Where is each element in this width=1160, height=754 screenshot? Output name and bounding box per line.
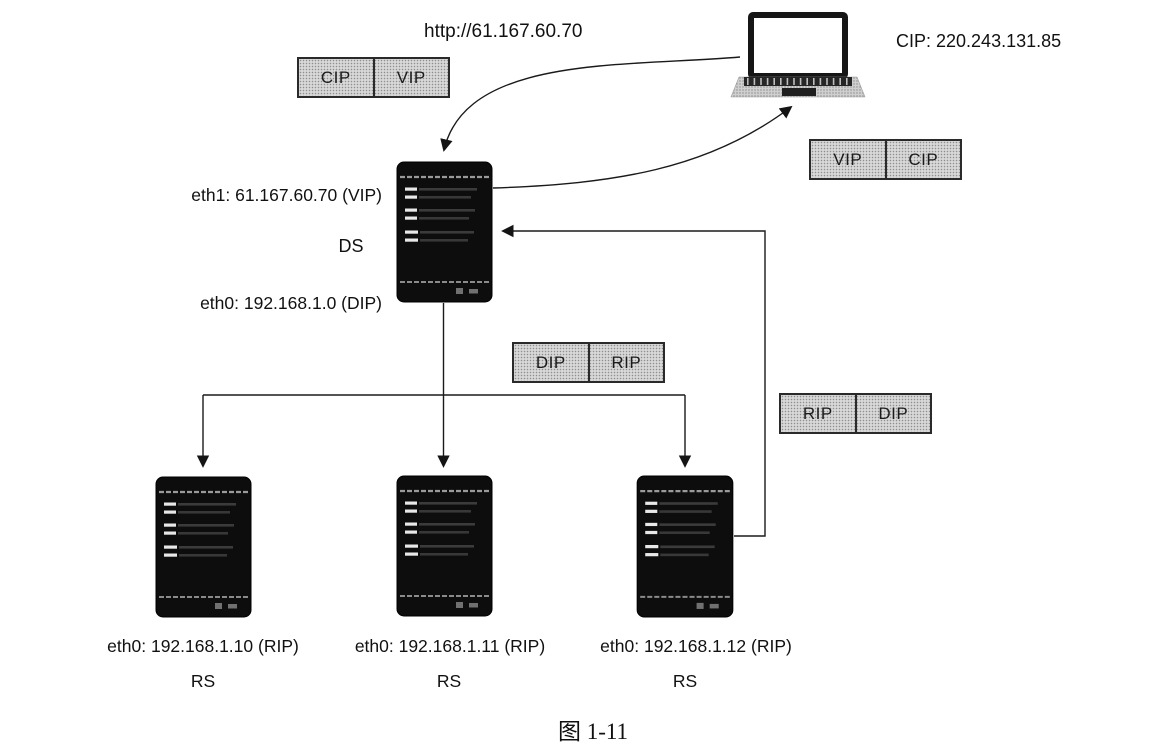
response-ds-to-client-curve (492, 105, 793, 189)
packet-src-label: VIP (811, 141, 887, 178)
rs2-server-icon (396, 475, 493, 617)
rs1-server-icon (155, 476, 252, 618)
ds-eth0-label: eth0: 192.168.1.0 (DIP) (200, 293, 382, 313)
ds-eth1-label: eth1: 61.167.60.70 (VIP) (191, 185, 382, 205)
rs1-name-label: RS (190, 671, 216, 691)
packet-src-label: CIP (299, 59, 375, 96)
packet-dst-label: CIP (908, 149, 939, 169)
packet-box-response-internet: VIP CIP (809, 139, 962, 180)
packet-src-label: RIP (781, 395, 857, 432)
packet-dst-label: DIP (878, 403, 909, 423)
rs1-eth0-label: eth0: 192.168.1.10 (RIP) (107, 636, 299, 656)
rs3-server-icon (636, 475, 734, 618)
ds-name-label: DS (338, 236, 364, 256)
return-rs-to-ds-path (501, 224, 766, 537)
client-ip-label: CIP: 220.243.131.85 (896, 31, 1062, 51)
packet-dst-label: VIP (396, 67, 426, 87)
request-client-to-ds-curve (440, 56, 741, 152)
packet-box-request-internal: DIP RIP (512, 342, 665, 383)
rs2-name-label: RS (436, 671, 462, 691)
rs2-eth0-label: eth0: 192.168.1.11 (RIP) (354, 636, 546, 656)
request-url-label: http://61.167.60.70 (424, 21, 583, 42)
packet-src-label: DIP (514, 344, 590, 381)
packet-dst-label: RIP (611, 352, 642, 372)
client-laptop-icon (730, 11, 866, 103)
rs3-name-label: RS (672, 671, 698, 691)
ds-server-icon (396, 161, 493, 303)
rs3-eth0-label: eth0: 192.168.1.12 (RIP) (600, 636, 792, 656)
packet-box-response-internal: RIP DIP (779, 393, 932, 434)
figure-caption: 图 1-11 (557, 719, 629, 744)
packet-box-request-internet: CIP VIP (297, 57, 450, 98)
